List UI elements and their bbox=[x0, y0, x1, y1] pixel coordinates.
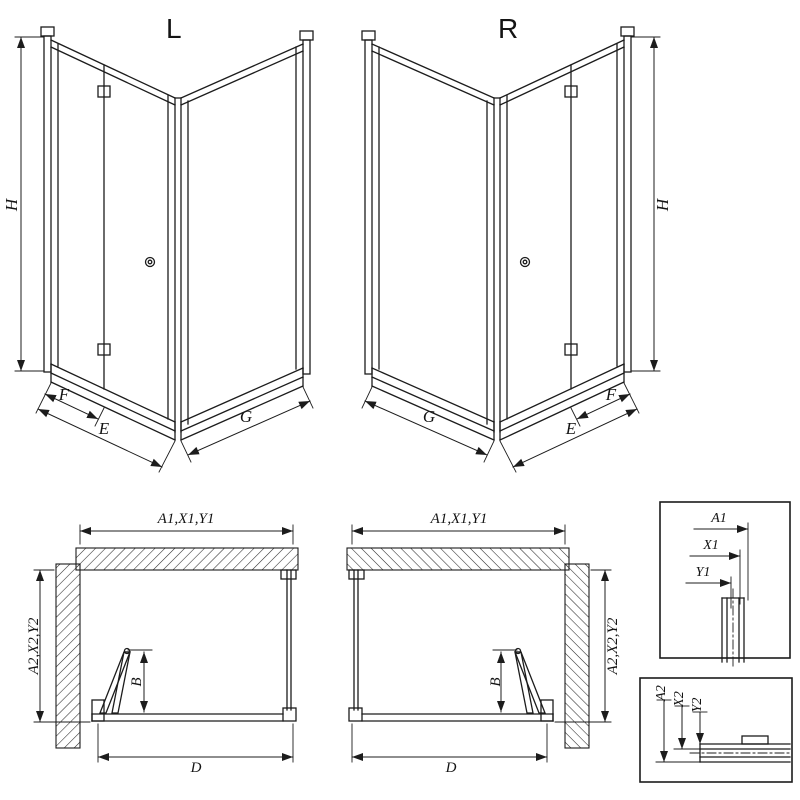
dim-label-h-right: H bbox=[653, 197, 672, 212]
plan-view-left: A1,X1,Y1 A2,X2,Y2 B D bbox=[26, 511, 298, 776]
dim-label-e-left: E bbox=[98, 419, 110, 438]
detail-x1-label: X1 bbox=[702, 538, 719, 553]
variant-label-left: L bbox=[166, 13, 182, 44]
detail-x2-label: X2 bbox=[672, 691, 687, 708]
plan-left-top-dim: A1,X1,Y1 bbox=[157, 511, 215, 527]
dim-label-e-right: E bbox=[565, 419, 577, 438]
dim-label-f-left: F bbox=[58, 385, 70, 404]
detail-a2-label: A2 bbox=[654, 685, 669, 702]
plan-left-side-dim: A2,X2,Y2 bbox=[26, 617, 42, 675]
plan-left-b-dim: B bbox=[129, 677, 145, 686]
detail-a1-label: A1 bbox=[710, 511, 727, 526]
plan-view-right: A1,X1,Y1 A2,X2,Y2 B D bbox=[347, 511, 621, 776]
plan-right-d-dim: D bbox=[445, 760, 457, 776]
dim-label-g-left: G bbox=[240, 407, 252, 426]
variant-label-right: R bbox=[498, 13, 518, 44]
plan-right-top-dim: A1,X1,Y1 bbox=[430, 511, 488, 527]
iso-view-right: R H F E G bbox=[362, 13, 672, 472]
detail-profile-bottom: A2 X2 Y2 bbox=[639, 677, 793, 783]
detail-y2-label: Y2 bbox=[690, 698, 705, 713]
detail-y1-label: Y1 bbox=[696, 565, 711, 580]
detail-profile-top: A1 X1 Y1 bbox=[659, 501, 791, 669]
plan-left-d-dim: D bbox=[190, 760, 202, 776]
dim-label-g-right: G bbox=[423, 407, 435, 426]
dim-label-h-left: H bbox=[2, 197, 21, 212]
iso-view-left: L H F E G bbox=[2, 13, 313, 472]
plan-right-b-dim: B bbox=[488, 677, 504, 686]
plan-right-side-dim: A2,X2,Y2 bbox=[605, 617, 621, 675]
dim-label-f-right: F bbox=[605, 385, 617, 404]
